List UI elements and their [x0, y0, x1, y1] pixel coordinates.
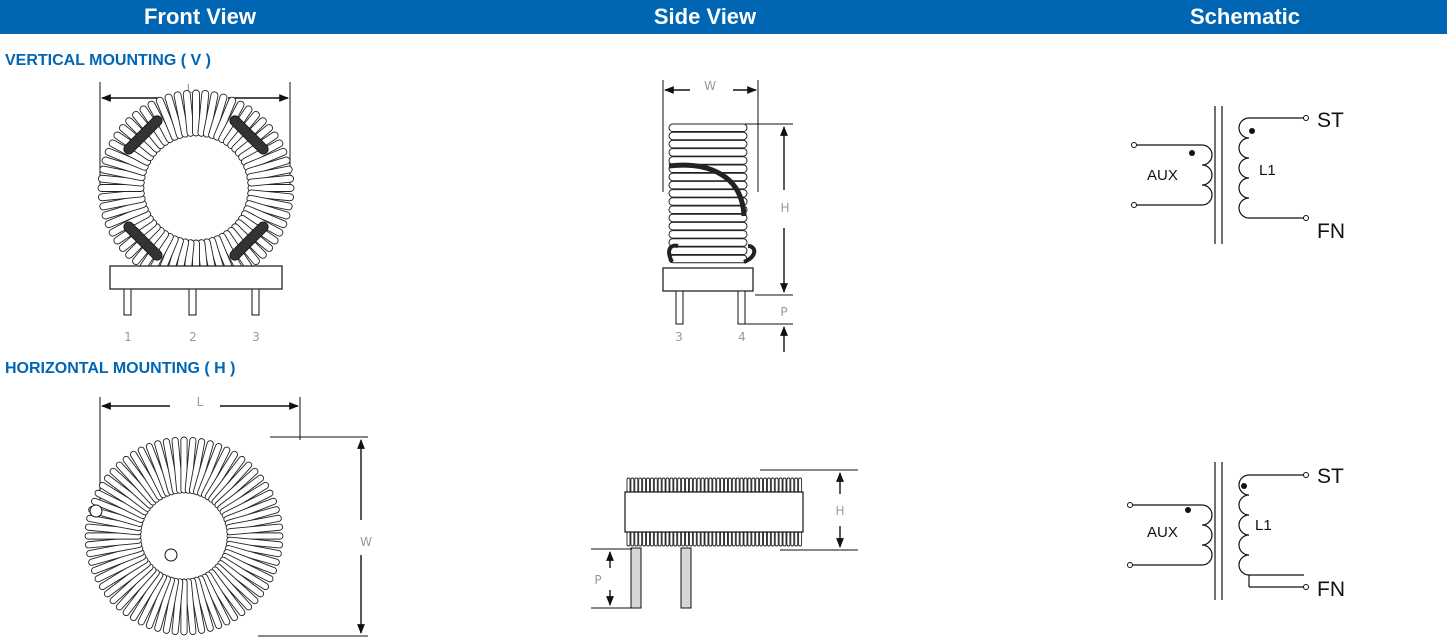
toroid-horizontal [84, 436, 284, 636]
schematic-v-st-label: ST [1317, 109, 1344, 132]
coil-turn [668, 189, 748, 198]
header-front-view: Front View [143, 4, 257, 29]
side-view-horizontal-drawing: H P [591, 469, 858, 609]
front-v-pin-3 [251, 288, 260, 316]
side-v-pin-4 [737, 290, 746, 325]
coil-turn [668, 180, 748, 190]
horizontal-mounting-title: HORIZONTAL MOUNTING ( H ) [5, 360, 236, 377]
front-v-base [109, 265, 283, 290]
front-v-length-label: L [187, 82, 194, 96]
header-side-view: Side View [653, 4, 757, 29]
schematic-h-aux-label: AUX [1147, 524, 1178, 541]
side-v-height-label: H [780, 201, 789, 215]
front-h-width-label: W [360, 535, 372, 549]
side-h-pin-2 [680, 547, 692, 609]
side-pin-label-3: 3 [675, 330, 683, 344]
coil-turn [668, 205, 748, 214]
lead-wire-marker [229, 115, 269, 155]
coil-turn [668, 213, 748, 223]
schematic-vertical: ST FN AUX L1 [1131, 106, 1345, 244]
side-v-width-label: W [704, 79, 716, 93]
coil-turn [668, 123, 748, 132]
schematic-horizontal: ST FN AUX L1 [1127, 462, 1345, 601]
coil-turn [668, 238, 748, 247]
coil-turn [668, 221, 748, 231]
header-bar: Front View Side View Schematic [0, 0, 1447, 34]
side-h-body [624, 491, 804, 533]
side-h-pin-1 [630, 547, 642, 609]
side-h-pin-label: P [594, 573, 601, 587]
coil-turn [668, 246, 748, 255]
toroid-vertical [97, 89, 295, 287]
side-v-pin-3 [675, 290, 684, 325]
header-schematic: Schematic [1189, 4, 1301, 29]
front-h-lead-1 [89, 504, 103, 518]
schematic-v-fn-label: FN [1317, 220, 1345, 243]
side-h-height-label: H [835, 504, 844, 518]
coil-turn [668, 197, 748, 206]
coil-turn [668, 254, 748, 264]
schematic-v-l1-label: L1 [1259, 162, 1276, 179]
coil-turn [668, 172, 748, 182]
coil-turn [668, 148, 748, 157]
lead-wire-marker [229, 221, 269, 261]
lead-wire-marker [123, 221, 163, 261]
front-pin-label-3: 3 [252, 330, 260, 344]
schematic-h-st-label: ST [1317, 465, 1344, 488]
front-pin-label-1: 1 [124, 330, 132, 344]
side-v-pin-label: P [780, 305, 787, 319]
front-v-pin-1 [123, 288, 132, 316]
side-v-lead-wire-left [667, 243, 679, 263]
side-pin-label-4: 4 [738, 330, 746, 344]
side-v-base [662, 267, 754, 292]
coil-turn [668, 139, 748, 149]
coil-turn [668, 156, 748, 165]
front-view-vertical-drawing: L 1 2 3 [97, 82, 295, 344]
schematic-h-l1-label: L1 [1255, 517, 1272, 534]
front-view-horizontal-drawing: L W [84, 395, 372, 637]
front-pin-label-2: 2 [189, 330, 197, 344]
winding-turn [247, 174, 294, 187]
front-h-length-label: L [197, 395, 204, 409]
schematic-v-aux-label: AUX [1147, 167, 1178, 184]
front-h-lead-2 [164, 548, 178, 562]
side-v-lead-wire-top [668, 162, 747, 217]
vertical-mounting-title: VERTICAL MOUNTING ( V ) [5, 52, 211, 69]
schematic-h-fn-label: FN [1317, 578, 1345, 601]
coil-turn [668, 131, 748, 141]
front-v-pin-2 [188, 288, 197, 316]
winding-turn [226, 523, 284, 536]
side-view-vertical-drawing: W 3 4 H P [662, 79, 793, 352]
lead-wire-marker [123, 115, 163, 155]
side-v-lead-wire-right [743, 244, 757, 264]
side-v-coil-stack [668, 123, 748, 264]
coil-turn [668, 230, 748, 239]
